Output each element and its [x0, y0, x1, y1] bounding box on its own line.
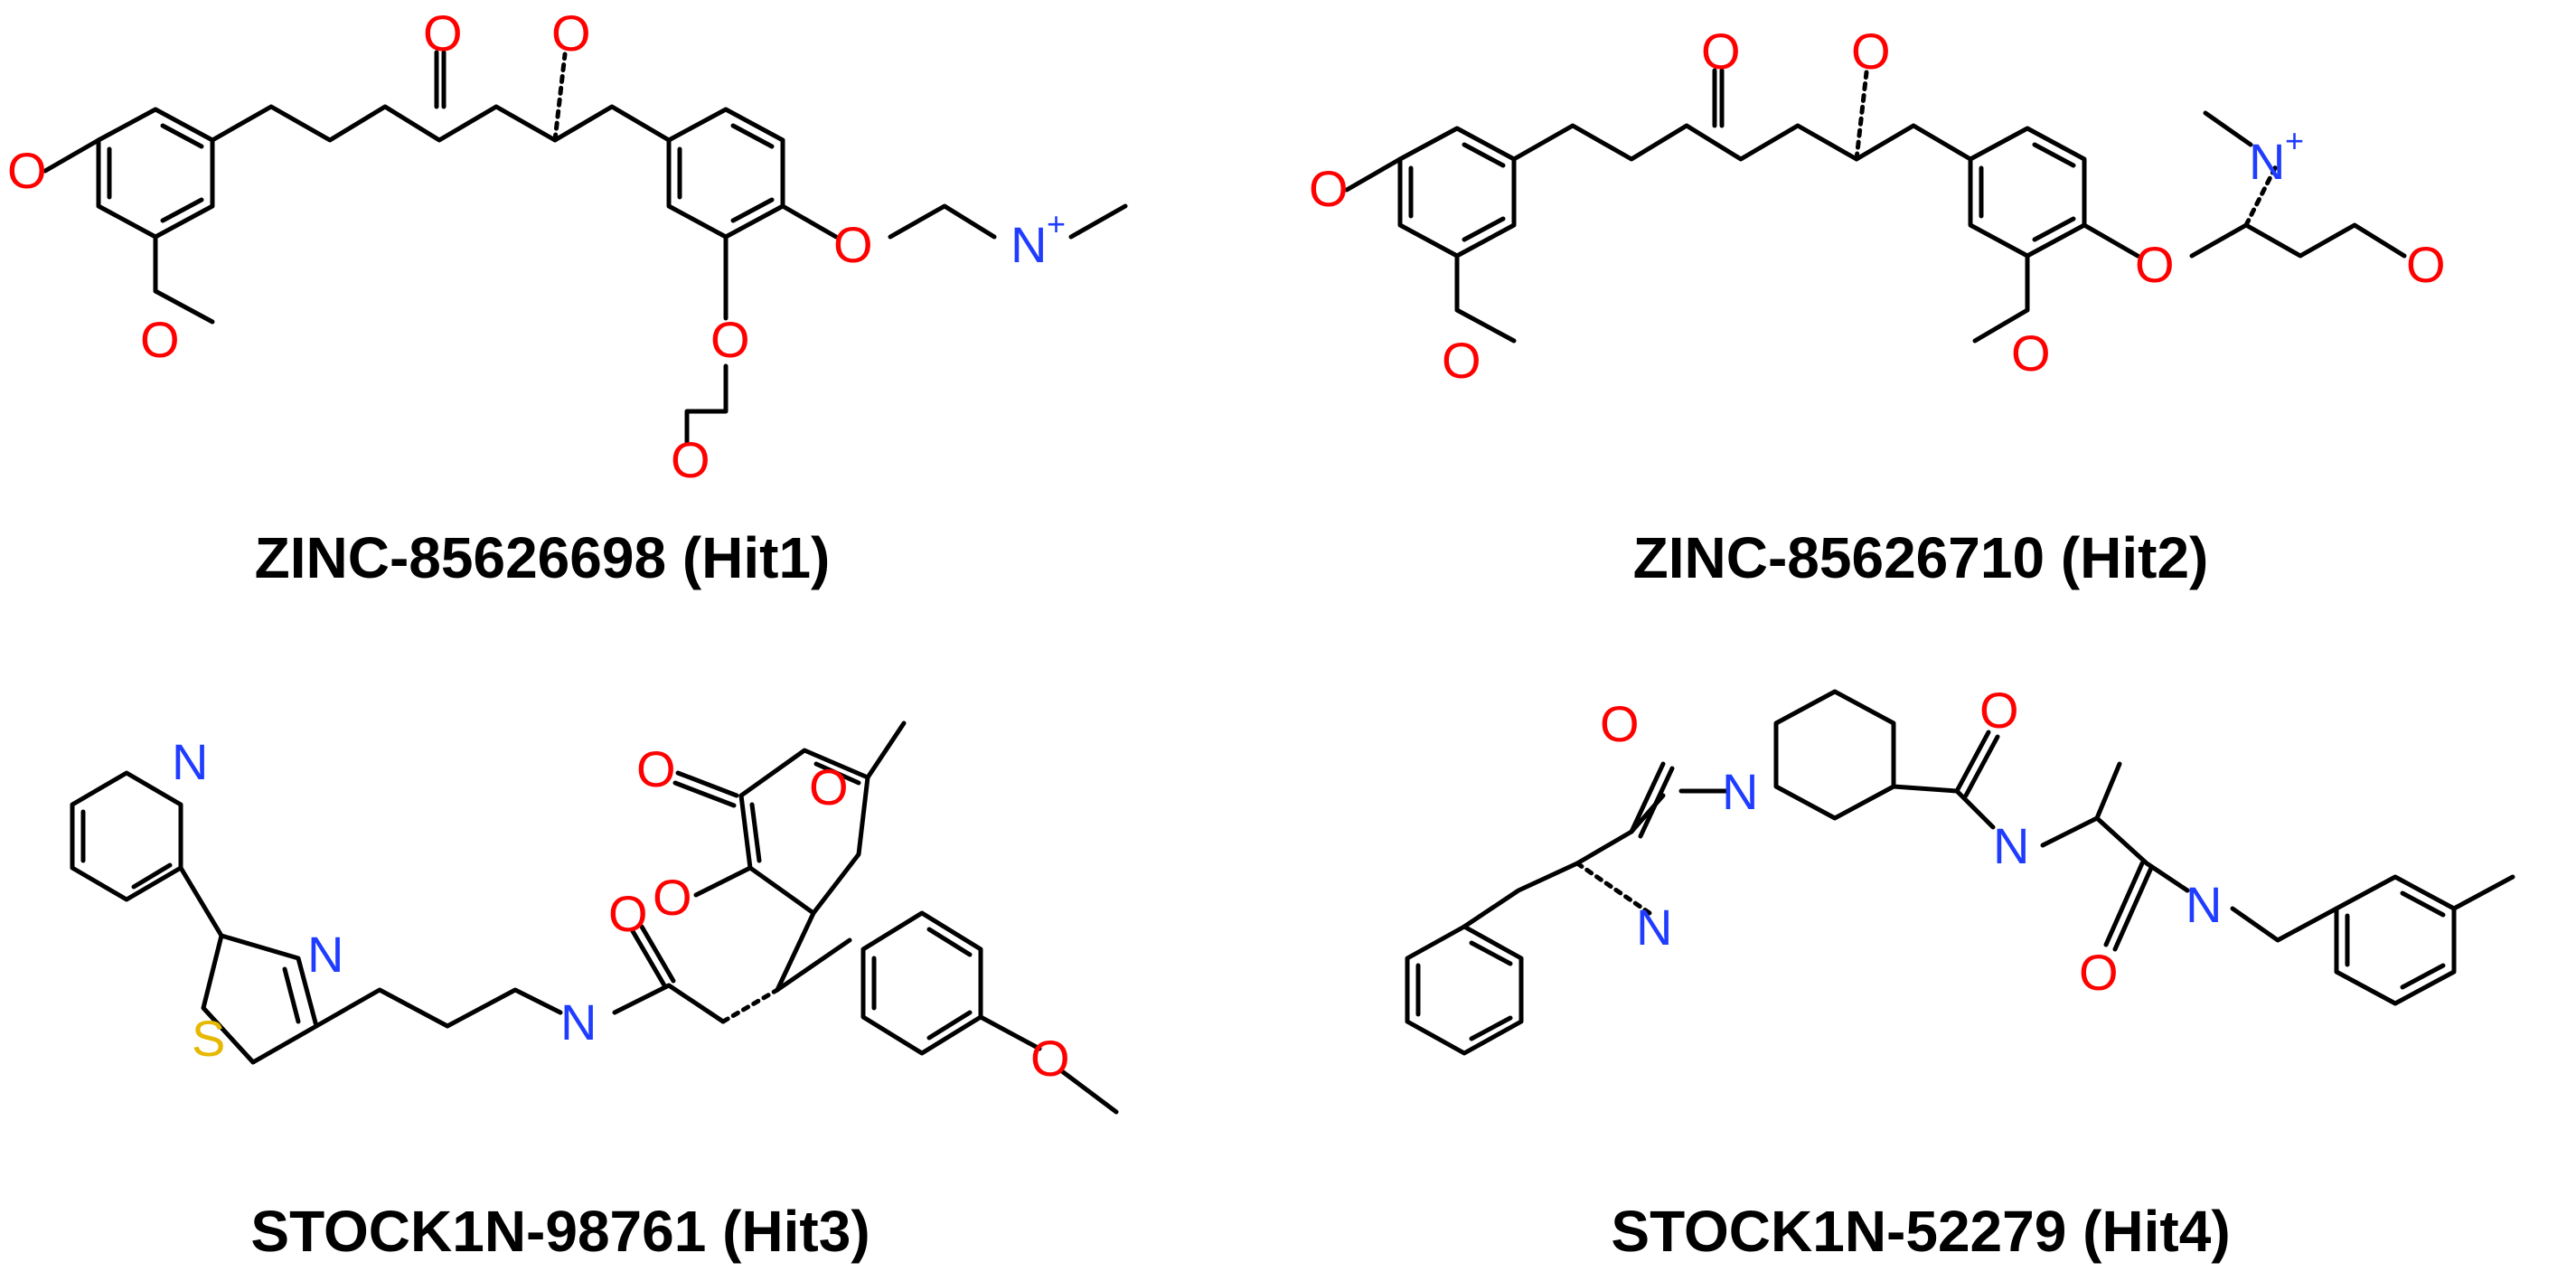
atom-n: N [1722, 763, 1758, 820]
atom-o: O [1701, 23, 1741, 80]
atom-labels-hit1: O O O O O N + O O [7, 5, 1066, 488]
piperidine-ring [1773, 689, 1896, 821]
atom-o: O [551, 5, 591, 61]
atom-n: N [307, 926, 343, 983]
benzene-ring [2334, 874, 2457, 1006]
atom-o: O [1442, 332, 1481, 389]
atom-o: O [653, 869, 692, 926]
atom-o: O [2079, 944, 2119, 1001]
benzene-ring [1968, 126, 2087, 259]
atom-o: O [1030, 1030, 1070, 1087]
charge-plus: + [2285, 122, 2304, 159]
atom-o: O [671, 431, 710, 488]
atom-o: O [1309, 160, 1349, 217]
atom-o: O [1851, 23, 1891, 80]
caption-hit3: STOCK1N-98761 (Hit3) [250, 1199, 870, 1264]
structure-hit1 [42, 50, 1128, 446]
benzene-ring [860, 910, 983, 1056]
structure-hit4 [1405, 689, 2515, 1056]
atom-o: O [710, 311, 750, 368]
atom-o: O [2011, 325, 2051, 381]
structure-hit3 [70, 721, 1119, 1115]
atom-n: N [2186, 876, 2222, 933]
charge-plus: + [1047, 205, 1066, 242]
atom-o: O [2406, 236, 2446, 293]
caption-hit4: STOCK1N-52279 (Hit4) [1611, 1199, 2231, 1264]
atom-o: O [608, 885, 648, 942]
atom-o: O [423, 5, 463, 61]
atom-n: N [1993, 817, 2029, 874]
thiazole-ring [201, 933, 319, 1065]
atom-n: N [560, 994, 597, 1050]
caption-hit2: ZINC-85626710 (Hit2) [1632, 525, 2209, 590]
pyridine-ring [70, 770, 183, 902]
atom-o: O [833, 216, 873, 273]
atom-n: N [1011, 216, 1047, 273]
atom-o: O [1600, 695, 1640, 752]
caption-hit1: ZINC-85626698 (Hit1) [254, 525, 831, 590]
atom-o: O [2135, 236, 2175, 293]
benzene-ring [96, 107, 215, 240]
atom-o: O [1979, 682, 2019, 739]
atom-o: O [7, 142, 47, 199]
atom-n: N [2249, 133, 2285, 190]
atom-o: O [636, 740, 676, 797]
structure-hit2 [1344, 68, 2407, 344]
atom-o: O [140, 311, 180, 368]
benzene-ring [1405, 924, 1524, 1056]
atom-labels-hit2: O O O O O N + O O [1309, 23, 2446, 389]
atom-o: O [809, 758, 849, 815]
atom-n: N [172, 733, 208, 790]
atom-n: N [1636, 899, 1672, 956]
atom-s: S [192, 1010, 225, 1067]
atom-labels-hit4: O N N O N N O [1600, 682, 2222, 1001]
benzene-ring [1397, 126, 1517, 259]
pyranone-ring [738, 748, 870, 916]
benzene-ring [666, 107, 785, 240]
atom-labels-hit3: N N S N O O O O O [172, 733, 1070, 1087]
